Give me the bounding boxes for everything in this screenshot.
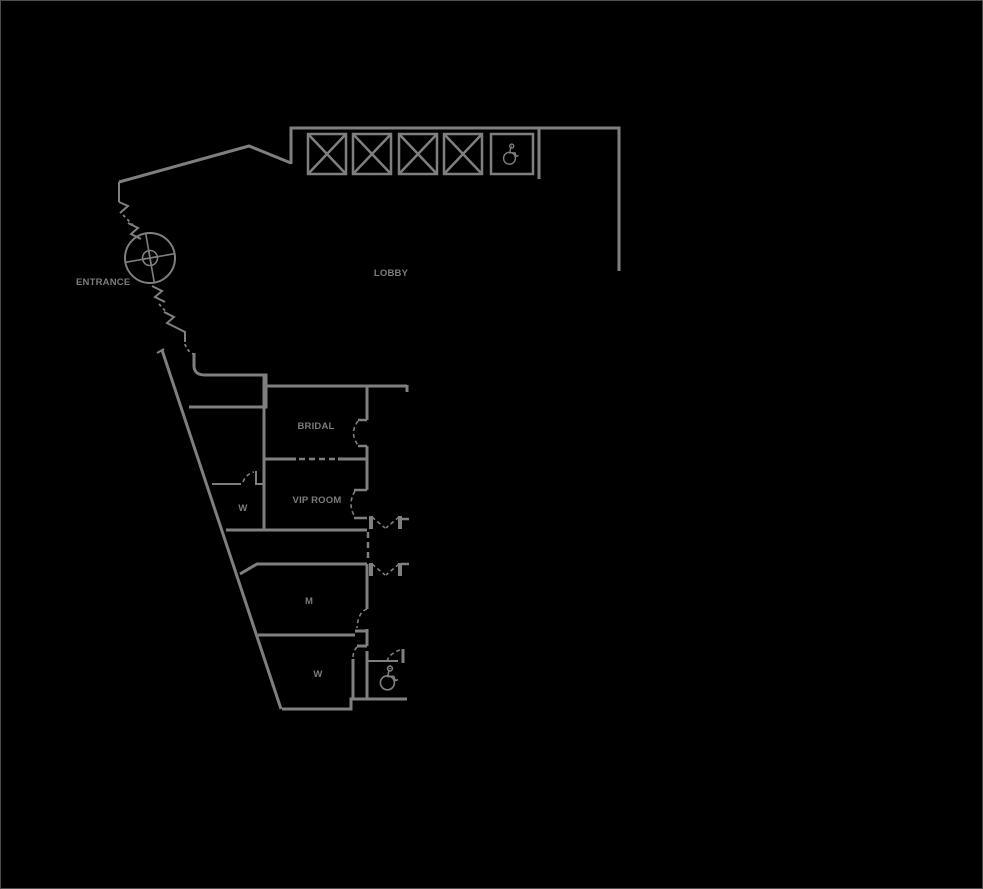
wall-m-north bbox=[239, 562, 367, 576]
wall-mw-divider bbox=[258, 629, 369, 648]
wall-lobby-frame bbox=[289, 126, 621, 271]
vip-door-jambs bbox=[354, 488, 367, 520]
bridal-door-swing bbox=[352, 420, 359, 446]
wall-bridal-north bbox=[264, 384, 409, 392]
entrance-wall-breaks bbox=[118, 182, 186, 354]
label-vip-room: VIP ROOM bbox=[293, 495, 342, 506]
corridor-bend-block bbox=[189, 366, 268, 409]
wall-w-upper-entry bbox=[212, 471, 264, 485]
wall-bottom bbox=[282, 697, 407, 711]
bridal-door-jambs bbox=[358, 418, 367, 448]
wall-top-left-diagonal bbox=[118, 144, 292, 184]
elevator-x-icon bbox=[352, 133, 392, 175]
wall-long-diagonal bbox=[160, 349, 283, 710]
label-bridal: BRIDAL bbox=[297, 421, 334, 432]
doors bbox=[242, 418, 409, 663]
entrance-vestibule bbox=[118, 182, 268, 409]
elevator-shaft bbox=[306, 132, 348, 176]
revolving-door-icon bbox=[124, 232, 176, 284]
m-door-swing bbox=[356, 608, 368, 629]
label-restroom-w-lower: W bbox=[313, 669, 322, 680]
elevator-x-icon bbox=[443, 133, 483, 175]
elevator-x-icon bbox=[307, 133, 347, 175]
labels: ENTRANCE LOBBY BRIDAL VIP ROOM W M W bbox=[76, 268, 409, 680]
accessible-elevator bbox=[489, 132, 535, 176]
elevator-shaft bbox=[351, 132, 393, 176]
label-restroom-m: M bbox=[305, 596, 313, 607]
room-walls bbox=[212, 375, 409, 711]
w-upper-door-swing bbox=[242, 471, 255, 483]
elevator-shaft bbox=[397, 132, 439, 176]
double-door-upper bbox=[369, 516, 409, 529]
entrance-dashed-walls bbox=[122, 214, 194, 355]
lobby-walls bbox=[118, 126, 621, 271]
elevator-shaft bbox=[442, 132, 484, 176]
double-door-lower bbox=[369, 562, 409, 576]
wc-door-swing bbox=[386, 649, 401, 662]
label-restroom-w-upper: W bbox=[238, 503, 247, 514]
label-lobby: LOBBY bbox=[374, 268, 409, 279]
label-entrance: ENTRANCE bbox=[76, 277, 130, 288]
w-lower-door-swing bbox=[352, 646, 358, 659]
vip-door-swing bbox=[350, 490, 356, 518]
elevator-x-icon bbox=[398, 133, 438, 175]
elevator-bank bbox=[306, 132, 535, 176]
